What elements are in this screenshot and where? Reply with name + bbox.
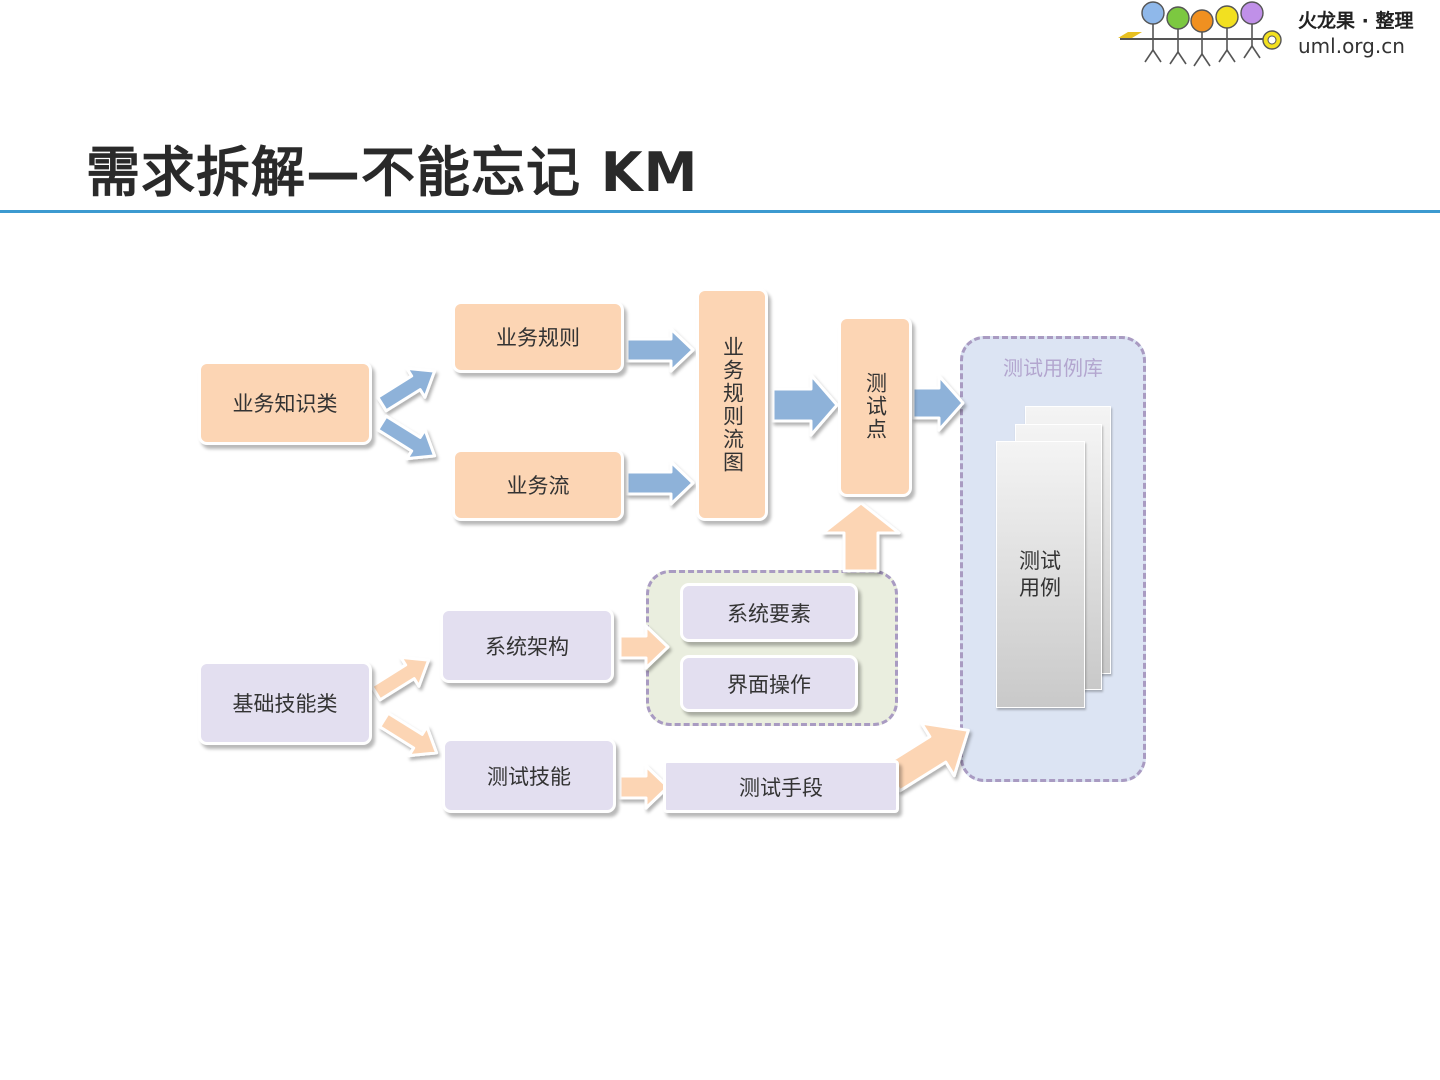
arrow-knowledge-to-flow: [376, 414, 437, 461]
system-architecture-node: 系统架构: [440, 608, 614, 683]
business-rules-node: 业务规则: [452, 301, 624, 373]
arrow-knowledge-to-rules: [376, 366, 437, 413]
basic-skills-node: 基础技能类: [198, 661, 372, 745]
arrow-means-to-library: [882, 721, 970, 793]
business-rule-flowchart-node: 业务规则流图: [696, 288, 768, 521]
testing-means-node: 测试手段: [663, 760, 899, 813]
business-knowledge-node: 业务知识类: [198, 361, 372, 445]
page-title: 需求拆解—不能忘记 KM: [86, 141, 699, 204]
arrow-architecture-to-group: [618, 624, 670, 670]
test-case-card-front: [996, 441, 1085, 708]
test-point-node: 测试点: [838, 316, 912, 497]
testing-skills-node: 测试技能: [442, 738, 616, 813]
test-case-library-label: 测试用例库: [1003, 356, 1103, 380]
title-divider: [0, 210, 1440, 213]
ui-operations-node: 界面操作: [680, 655, 858, 712]
logo-figures-icon: [1118, 1, 1282, 67]
logo-site-text: uml.org.cn: [1298, 34, 1405, 58]
test-case-label: 测试用例: [1019, 549, 1061, 600]
arrow-basic-to-architecture: [370, 655, 431, 702]
arrow-flowchart-to-testpoint: [771, 373, 839, 437]
arrow-basic-to-testing-skill: [378, 711, 439, 758]
arrow-flow-to-flowchart: [625, 460, 695, 506]
system-elements-node: 系统要素: [680, 583, 858, 642]
arrow-testpoint-to-library: [911, 374, 965, 432]
arrow-testing-skill-to-means: [618, 764, 670, 810]
arrow-rules-to-flowchart: [625, 327, 695, 373]
business-flow-node: 业务流: [452, 449, 624, 521]
logo-brand-text: 火龙果 · 整理: [1298, 10, 1414, 32]
arrow-group-to-testpoint: [821, 501, 901, 573]
